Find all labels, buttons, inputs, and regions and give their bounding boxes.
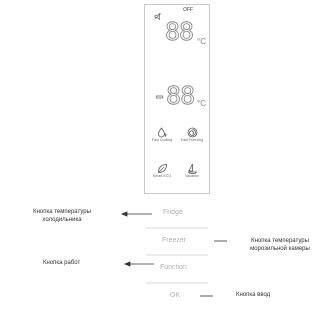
- freezer-unit-label: °C: [197, 99, 206, 108]
- fridge-unit-label: °C: [197, 37, 206, 46]
- sailboat-icon: [187, 163, 197, 174]
- ok-button[interactable]: OK: [170, 292, 181, 299]
- function-button[interactable]: Function: [160, 264, 187, 271]
- freezer-annotation: Кнопка температуры морозильной камеры: [230, 237, 330, 253]
- freezer-annotation-line2: морозильной камеры: [250, 246, 310, 252]
- drop-snowflake-icon: [157, 127, 167, 138]
- fridge-temperature-digits: 88: [165, 17, 195, 47]
- fridge-annotation-line1: Кнопка температуры: [33, 209, 91, 215]
- display-panel: OFF 88 °C -88 °C Fast Cooling Fast Freez…: [144, 4, 210, 194]
- fridge-button[interactable]: Fridge: [163, 209, 183, 216]
- freezer-temperature-digits: -88: [152, 81, 196, 111]
- function-annotation: Кнопка работ: [43, 260, 81, 266]
- leaf-icon: [157, 164, 167, 173]
- smart-eco-label: Smart ECO: [152, 174, 172, 178]
- swirl-icon: [187, 127, 197, 138]
- vacation-label: Vacation: [185, 174, 199, 178]
- button-separators: [146, 227, 208, 284]
- fridge-callout-arrow: [120, 211, 152, 217]
- ok-annotation: Кнопка ввод: [236, 292, 271, 298]
- speaker-icon: [154, 13, 162, 20]
- fridge-annotation: Кнопка температуры холодильника: [6, 208, 118, 224]
- fast-cooling-mode: Fast Cooling: [148, 127, 176, 142]
- fast-freezing-mode: Fast Freezing: [178, 127, 206, 142]
- fast-cooling-label: Fast Cooling: [151, 138, 173, 142]
- function-callout-arrow: [123, 261, 154, 267]
- vacation-mode: Vacation: [178, 163, 206, 178]
- off-label: OFF: [183, 7, 193, 13]
- smart-eco-mode: Smart ECO: [148, 163, 176, 178]
- fast-freezing-label: Fast Freezing: [181, 138, 203, 142]
- fridge-annotation-line2: холодильника: [42, 217, 82, 223]
- freezer-annotation-line1: Кнопка температуры: [251, 238, 309, 244]
- freezer-button[interactable]: Freezer: [162, 237, 187, 244]
